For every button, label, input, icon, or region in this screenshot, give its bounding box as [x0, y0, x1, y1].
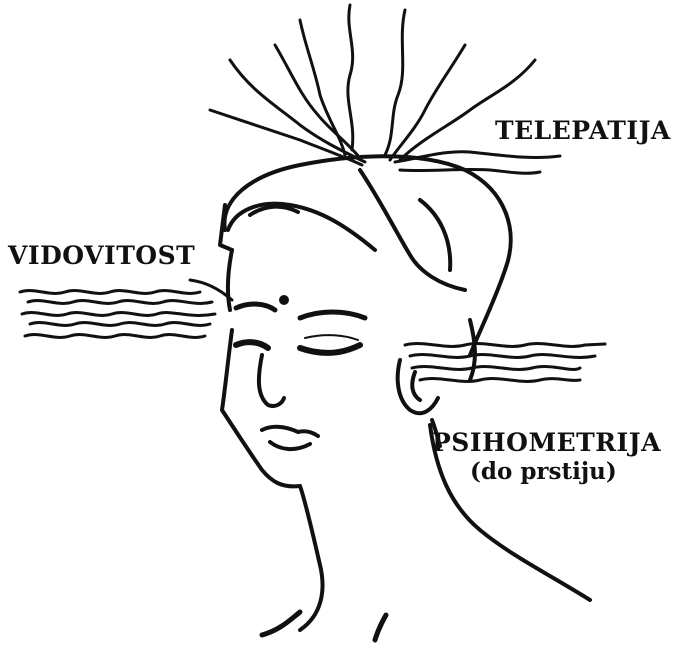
telepathy-label: TELEPATIJA — [495, 118, 671, 143]
psychometry-note: (do prstiju) — [470, 460, 617, 483]
clairvoyance-label: VIDOVITOST — [8, 243, 195, 268]
psychometry-waves — [405, 344, 605, 382]
bindi-dot — [279, 295, 289, 305]
psychometry-label: PSIHOMETRIJA — [432, 430, 661, 455]
head-outline — [220, 156, 590, 640]
telepathy-rays — [210, 5, 560, 173]
clairvoyance-waves — [20, 280, 232, 337]
